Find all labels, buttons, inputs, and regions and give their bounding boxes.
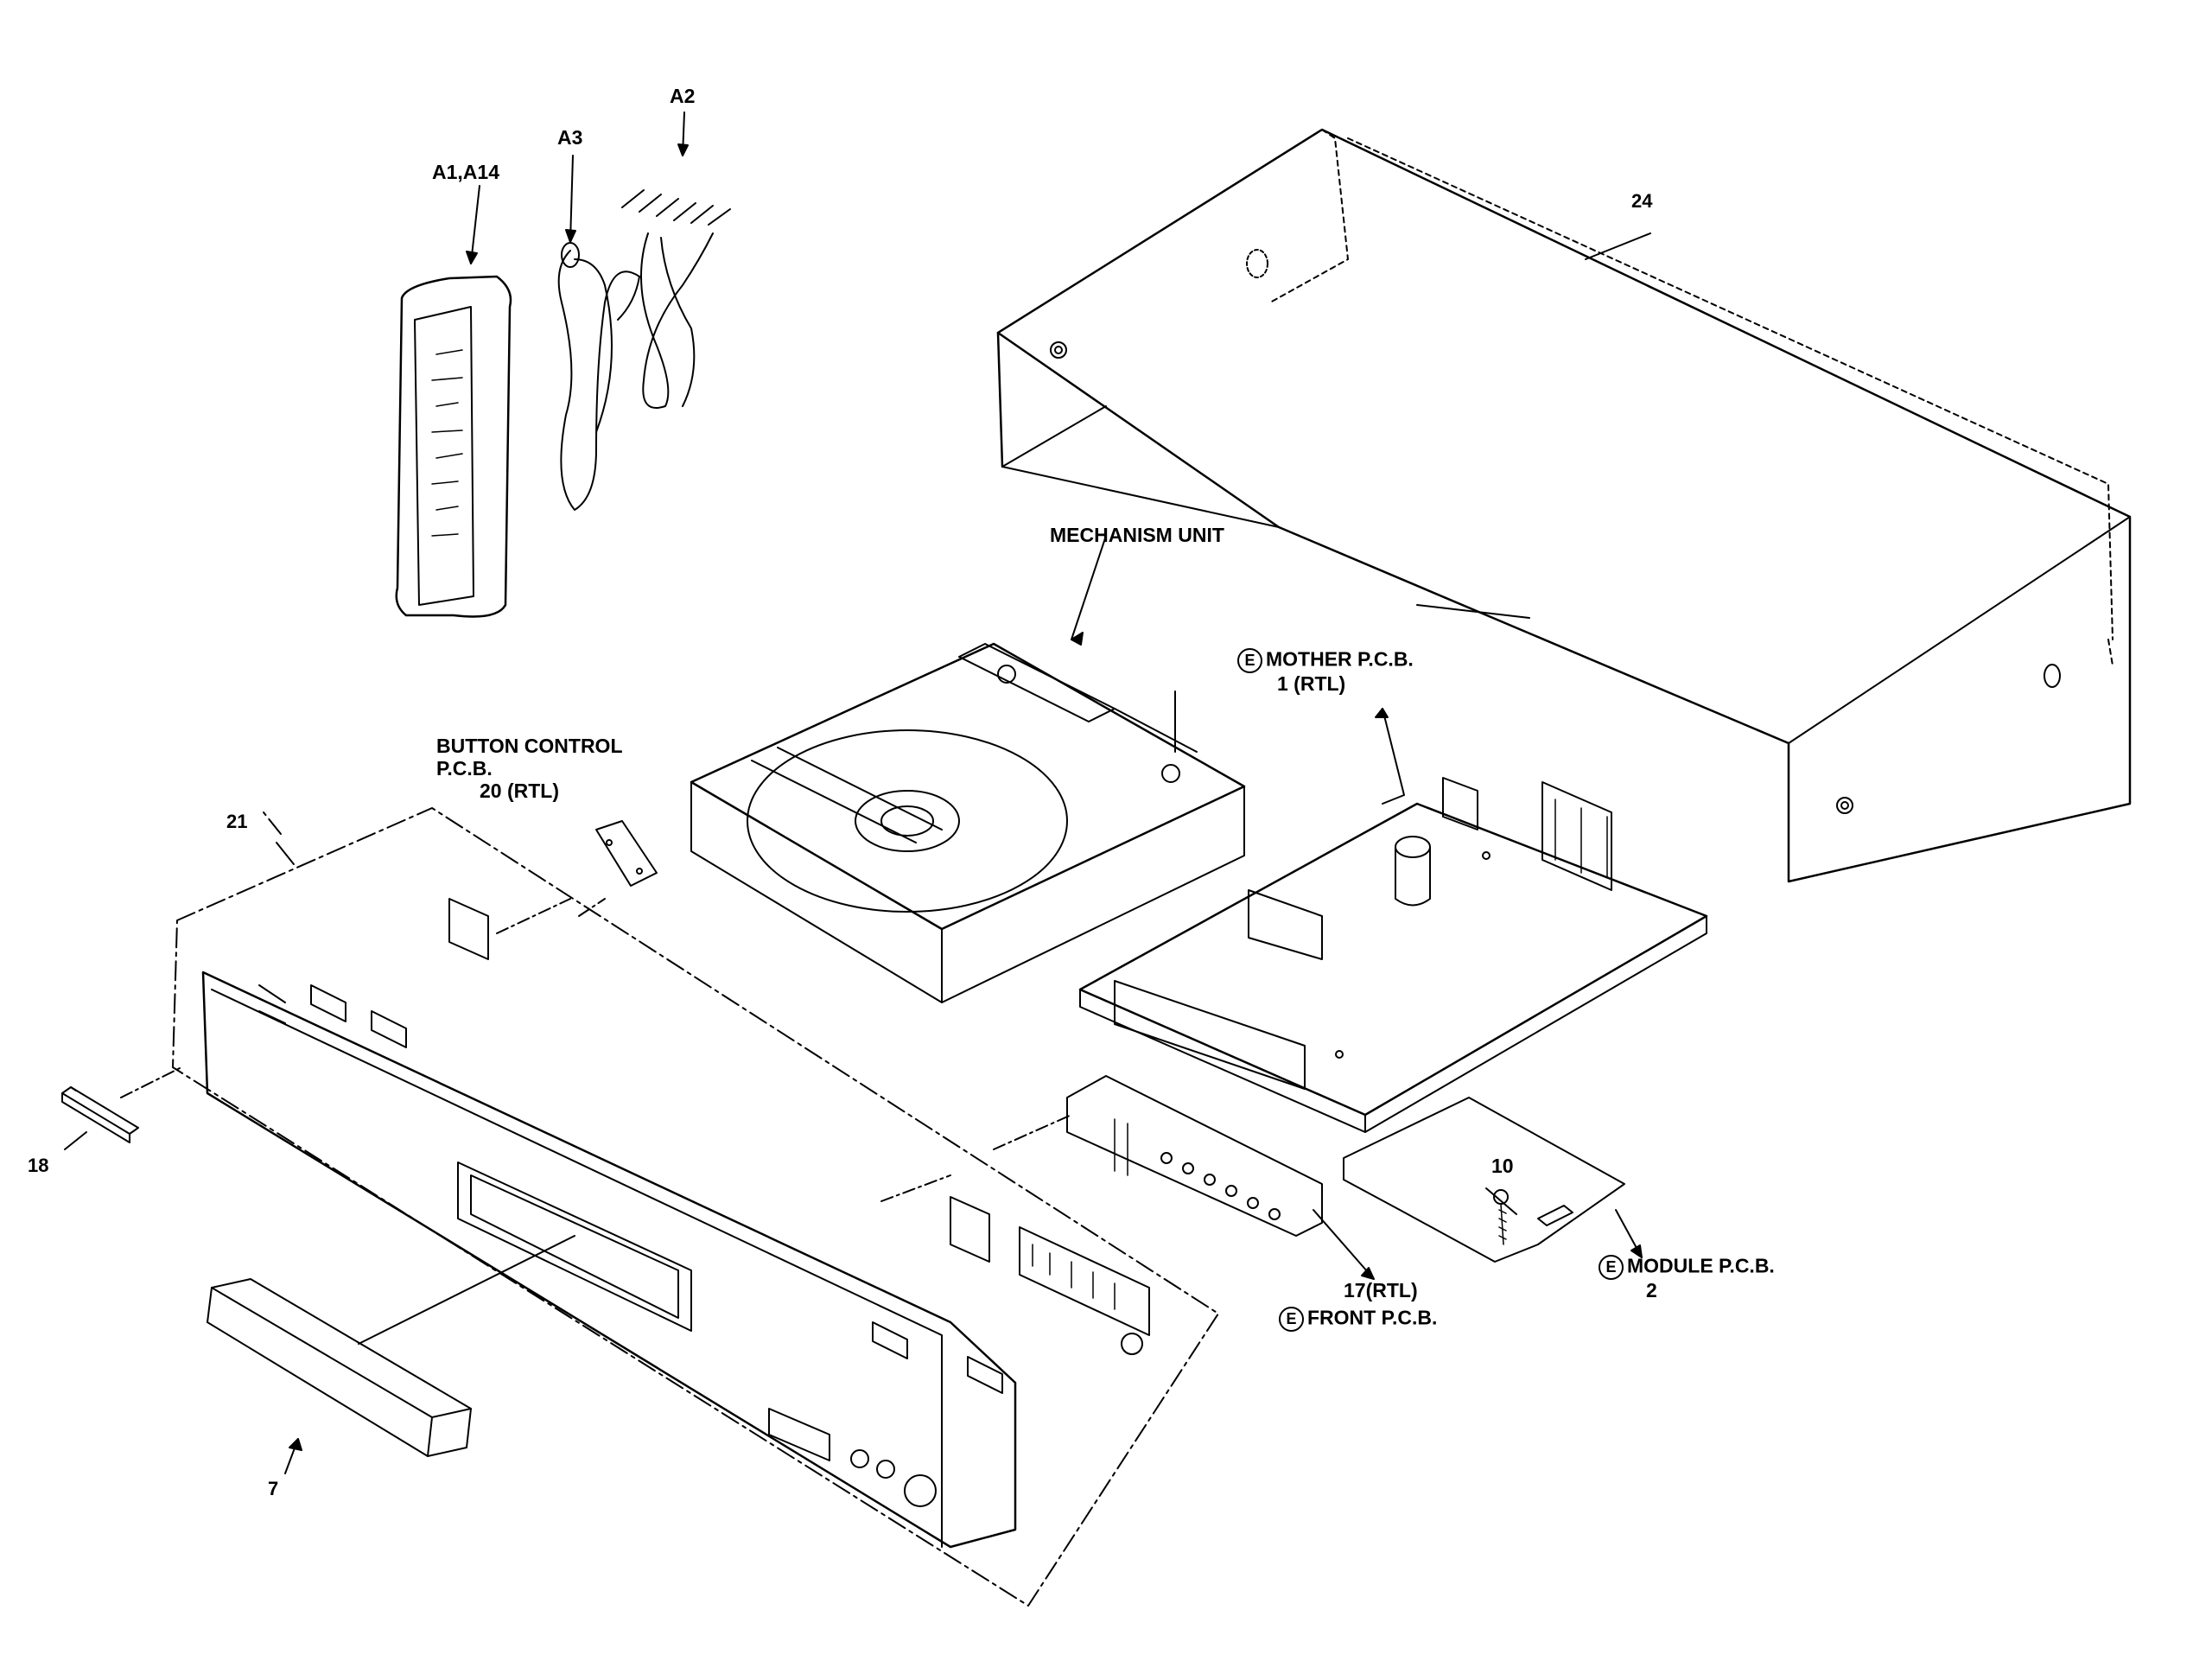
connector-brackets [449,899,1149,1354]
label-mechanism-unit: MECHANISM UNIT [1050,524,1224,546]
label-button-control: BUTTON CONTROL [436,735,623,757]
mother-pcb-part [1080,709,1707,1132]
label-button-rtl: 20 (RTL) [480,780,559,802]
label-7: 7 [268,1478,279,1499]
remote-control-part [397,186,511,617]
label-24: 24 [1631,190,1653,212]
label-a1: A1,A14 [432,161,499,183]
button-control-pcb-part [596,821,657,886]
front-panel-outline [173,808,1218,1606]
front-pcb-title: FRONT P.C.B. [1307,1306,1438,1329]
label-a2: A2 [670,85,696,107]
e-marker-icon: E [1279,1307,1304,1332]
label-module-num: 2 [1646,1279,1657,1301]
cable-a2-part [622,112,730,408]
module-pcb-part [1344,1098,1642,1262]
screw-part [1494,1190,1508,1244]
e-marker-icon: E [1237,648,1262,673]
label-front-rtl: 17(RTL) [1344,1279,1418,1301]
module-pcb-title: MODULE P.C.B. [1627,1254,1775,1277]
part-18 [62,1067,181,1149]
label-a3: A3 [557,126,583,149]
label-21: 21 [226,811,248,832]
label-mother-rtl: 1 (RTL) [1277,672,1346,695]
leader-lines [276,233,1650,1201]
top-cover-part [998,130,2130,881]
part-7-panel [207,1236,575,1473]
label-10: 10 [1491,1155,1514,1177]
front-pcb-part [1067,1076,1374,1279]
cable-a3-part [559,156,639,510]
e-marker-icon: E [1599,1255,1624,1280]
label-18: 18 [28,1155,49,1176]
mother-pcb-title: MOTHER P.C.B. [1266,647,1414,671]
mechanism-unit-part [691,536,1244,1002]
front-panel-part [203,972,1015,1547]
label-button-pcb: P.C.B. [436,757,493,780]
